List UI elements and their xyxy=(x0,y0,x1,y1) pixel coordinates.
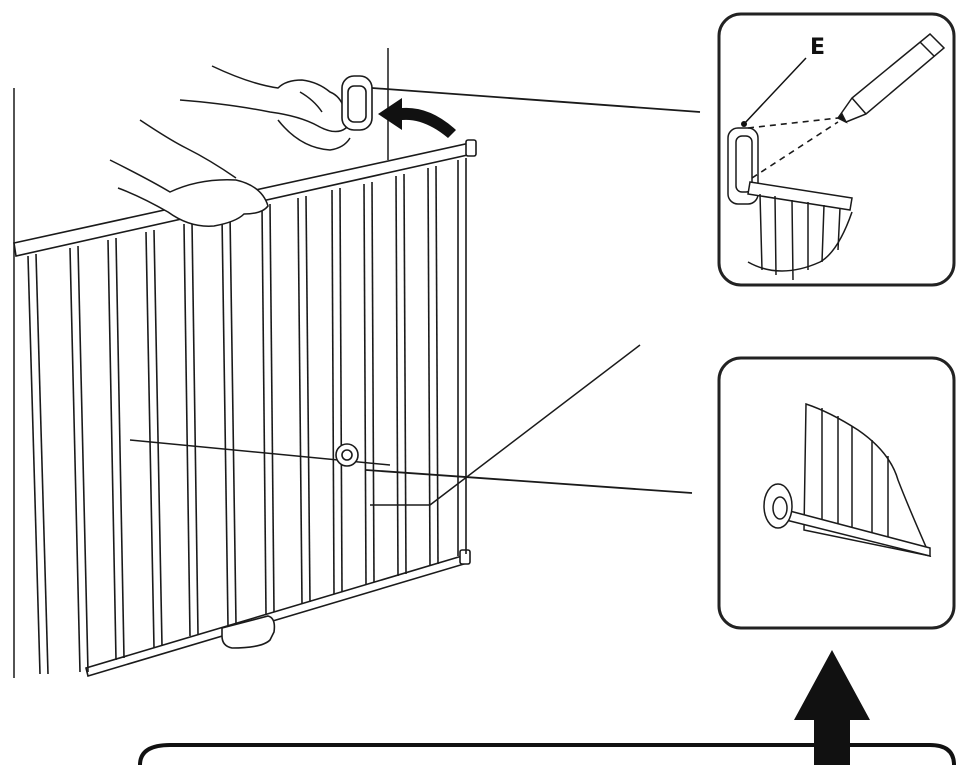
up-arrow-icon xyxy=(794,650,870,765)
wall-lines xyxy=(13,48,641,678)
curved-arrow-icon xyxy=(378,98,456,138)
gate-top-end-cap xyxy=(465,139,477,157)
safety-gate xyxy=(13,139,477,678)
panel1-gate-rail xyxy=(747,181,853,211)
callout-label-e: E xyxy=(810,35,825,60)
bottom-instruction-box xyxy=(138,743,956,765)
wall-cup-upper xyxy=(341,75,373,131)
gate-foot-pedal xyxy=(221,615,276,649)
gate-bottom-end-cap xyxy=(459,549,471,565)
hands xyxy=(109,65,351,227)
gate-bars xyxy=(27,158,467,675)
pencil-icon xyxy=(836,32,946,124)
detail-panel-wall-cup xyxy=(717,356,956,630)
detail-panel-marking: E xyxy=(717,12,956,287)
leader-lines xyxy=(365,87,701,494)
gate-bottom-rail xyxy=(85,554,465,678)
